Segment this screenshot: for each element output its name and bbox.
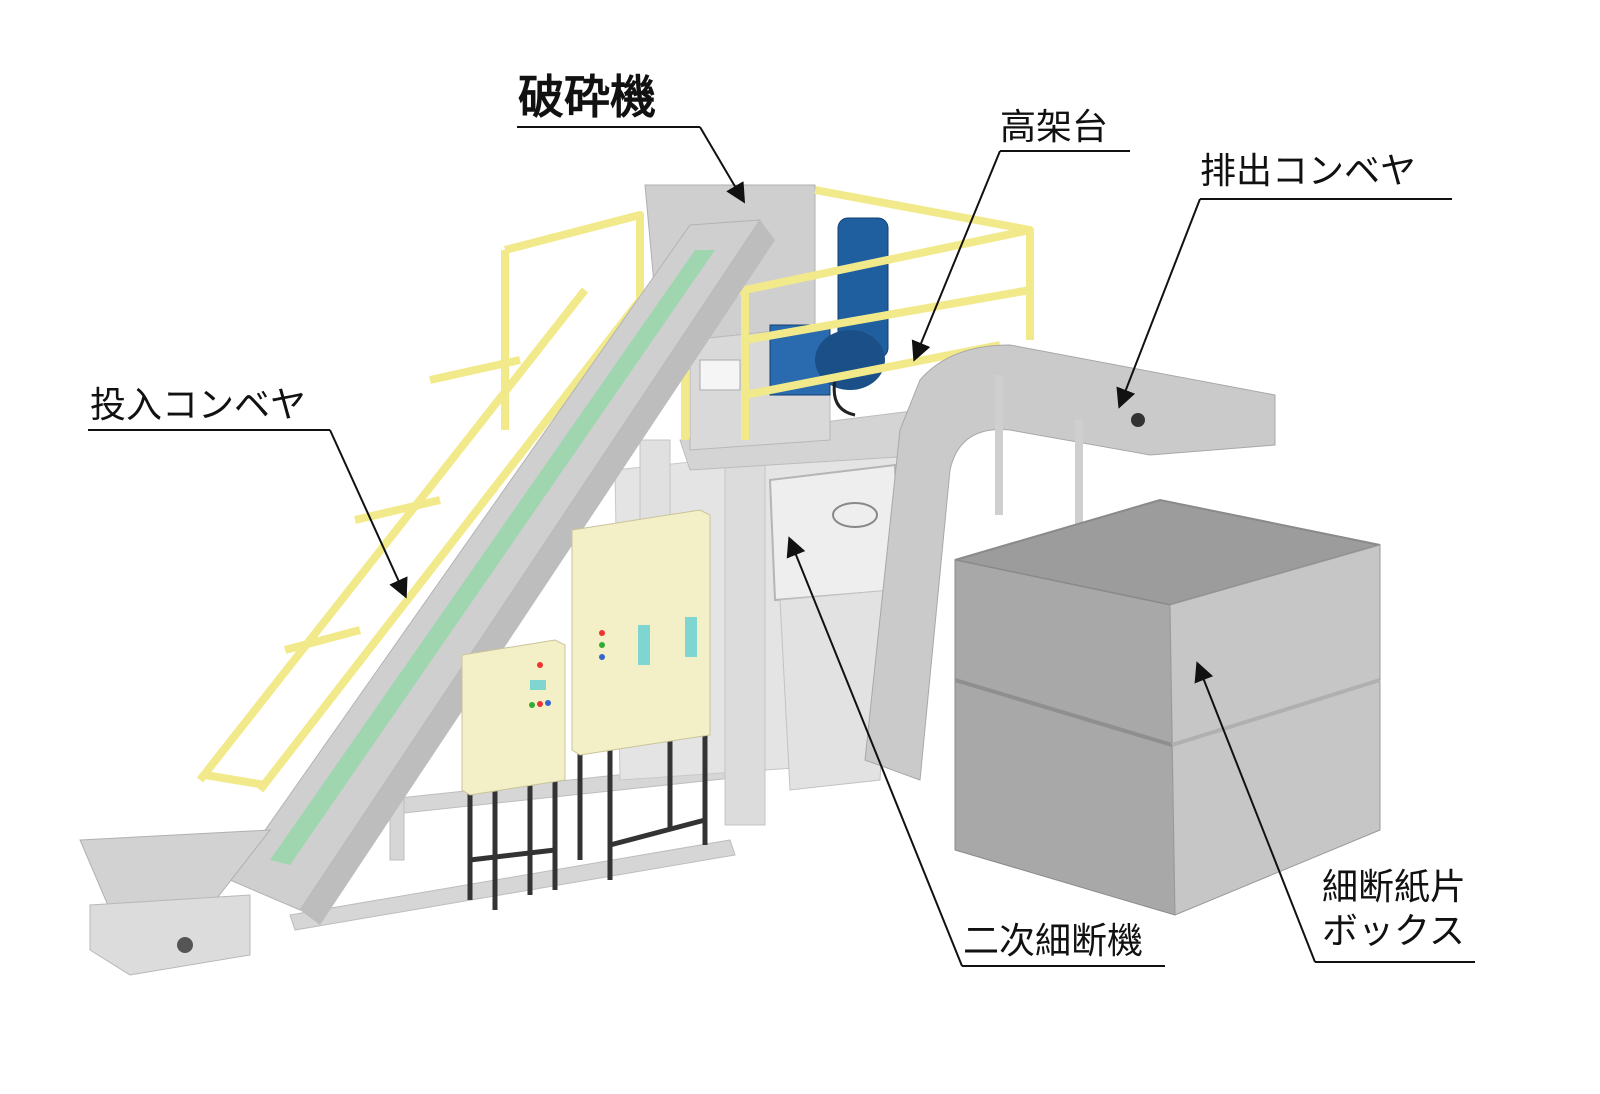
label-secondary-shredder: 二次細断機 — [963, 921, 1144, 962]
input-conveyor — [79, 219, 775, 976]
label-elevated-platform: 高架台 — [1000, 107, 1109, 148]
discharge-conveyor — [864, 344, 1276, 781]
label-input-conveyor: 投入コンベヤ — [90, 385, 307, 426]
label-crusher: 破砕機 — [518, 70, 656, 124]
railing — [196, 186, 1034, 793]
control-panels — [461, 509, 711, 910]
leader-lines — [88, 126, 1475, 967]
label-shred-box-line1: 細断紙片 — [1322, 867, 1467, 908]
label-shred-box-line2: ボックス — [1322, 911, 1465, 952]
label-discharge-conveyor: 排出コンベヤ — [1200, 151, 1417, 192]
shred-box — [954, 498, 1381, 916]
